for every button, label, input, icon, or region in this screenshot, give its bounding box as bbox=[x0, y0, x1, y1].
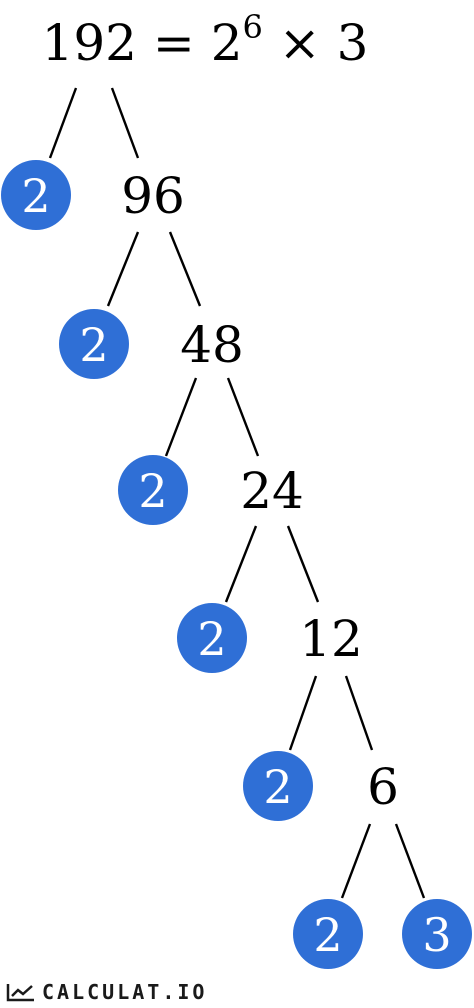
prime-factor-label: 2 bbox=[21, 169, 50, 223]
composite-node-label: 96 bbox=[121, 167, 185, 225]
calculatio-logo-icon bbox=[6, 984, 34, 1002]
tree-edge bbox=[288, 675, 318, 751]
footer-branding: CALCULAT.IO bbox=[6, 980, 207, 1004]
tree-edge bbox=[110, 87, 140, 159]
root-number: 192 bbox=[41, 14, 137, 72]
tree-edge bbox=[286, 525, 320, 603]
factorization-result: 192 = 26 × 3 bbox=[0, 11, 410, 72]
prime-factor-label: 2 bbox=[313, 908, 342, 962]
tree-edge bbox=[168, 231, 202, 307]
prime-factor-circle bbox=[177, 603, 247, 673]
prime-factor-circle bbox=[402, 899, 472, 969]
composite-node-label: 48 bbox=[180, 316, 244, 374]
equals-sign: = bbox=[152, 14, 195, 72]
tree-edge bbox=[344, 675, 374, 751]
prime-factor-circle bbox=[118, 455, 188, 525]
prime-factor-label: 2 bbox=[263, 760, 292, 814]
prime-factor-label: 3 bbox=[422, 908, 451, 962]
prime-factor-label: 2 bbox=[138, 464, 167, 518]
composite-node-label: 12 bbox=[299, 610, 363, 668]
tree-edge bbox=[224, 525, 258, 603]
tree-edge bbox=[340, 823, 372, 899]
times-sign: × bbox=[278, 14, 321, 72]
power-exponent: 6 bbox=[242, 8, 263, 46]
prime-factor-label: 2 bbox=[197, 612, 226, 666]
factor-tree: 2 96 2 48 2 24 2 12 2 6 2 3 bbox=[1, 87, 472, 969]
composite-node-label: 6 bbox=[367, 758, 399, 816]
composite-node-label: 24 bbox=[240, 462, 304, 520]
tree-edge bbox=[164, 377, 198, 457]
prime-factor-circle bbox=[243, 751, 313, 821]
remaining-factor: 3 bbox=[336, 14, 369, 72]
prime-factor-label: 2 bbox=[79, 318, 108, 372]
tree-edge bbox=[226, 377, 260, 457]
prime-factor-circle bbox=[1, 160, 71, 230]
prime-factor-circle bbox=[293, 899, 363, 969]
tree-edge bbox=[106, 231, 140, 307]
tree-edge bbox=[394, 823, 426, 899]
tree-edge bbox=[48, 87, 78, 159]
brand-name: CALCULAT.IO bbox=[42, 980, 208, 1004]
prime-factor-circle bbox=[59, 309, 129, 379]
power-base: 2 bbox=[210, 14, 243, 72]
